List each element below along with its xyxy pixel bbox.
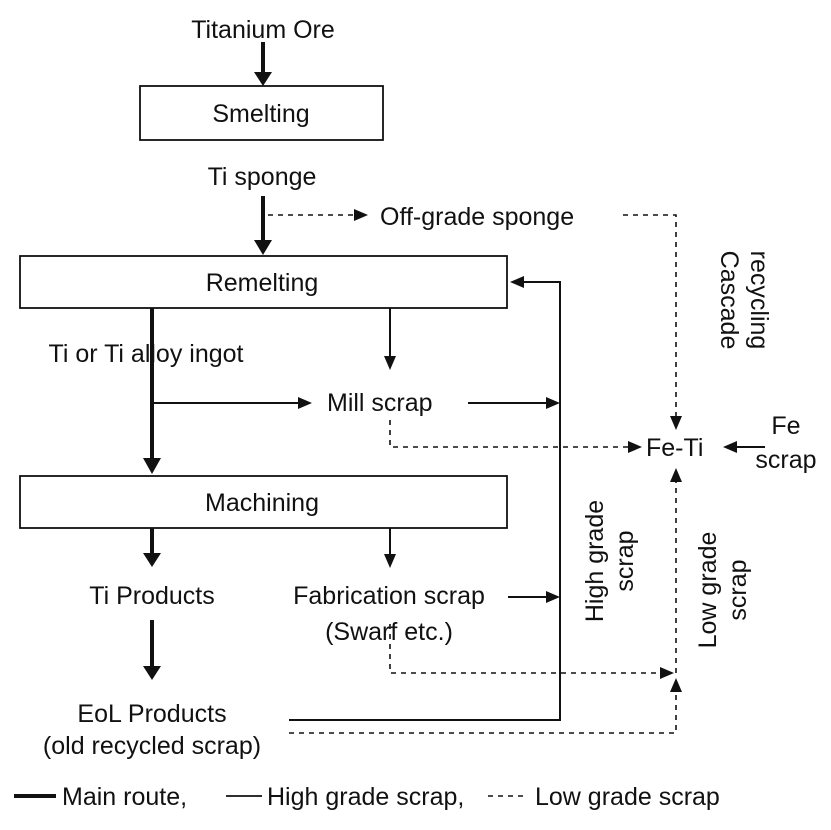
legend-low-grade-label: Low grade scrap (535, 783, 720, 811)
cascade-label-line1: Cascade (715, 251, 743, 350)
ingot-label: Ti or Ti alloy ingot (49, 340, 244, 368)
low-grade-scrap-label: Low grade scrap (694, 532, 752, 649)
legend-main-route-label: Main route, (62, 783, 187, 811)
eol-products-label: EoL Products (77, 700, 226, 728)
high-grade-label-line2: scrap (611, 530, 639, 591)
main-route-lines (143, 42, 272, 680)
low-grade-label-line1: Low grade (694, 532, 722, 649)
low-grade-label-line2: scrap (724, 559, 752, 620)
high-grade-scrap-lines (152, 276, 561, 721)
fe-scrap-arrow (723, 441, 765, 453)
swarf-label: (Swarf etc.) (325, 618, 453, 646)
cascade-recycling-label: Cascade recycling (715, 251, 773, 350)
high-grade-scrap-label: High grade scrap (581, 500, 639, 622)
remelting-label: Remelting (206, 269, 319, 297)
fe-scrap-label-line1: Fe (771, 412, 800, 440)
low-grade-scrap-lines (268, 209, 682, 734)
smelting-box (139, 85, 384, 141)
ti-products-label: Ti Products (89, 582, 215, 610)
ti-sponge-label: Ti sponge (208, 163, 317, 191)
fe-ti-label: Fe-Ti (646, 434, 703, 462)
old-recycled-scrap-label: (old recycled scrap) (43, 732, 261, 760)
fabrication-scrap-label: Fabrication scrap (293, 582, 485, 610)
mill-scrap-label: Mill scrap (327, 389, 433, 417)
off-grade-sponge-label: Off-grade sponge (380, 203, 574, 231)
remelting-box (19, 255, 508, 309)
titanium-ore-label: Titanium Ore (191, 16, 335, 44)
high-grade-label-line1: High grade (581, 500, 609, 622)
legend-high-grade-label: High grade scrap, (267, 783, 464, 811)
smelting-label: Smelting (212, 100, 309, 128)
fe-scrap-label-line2: scrap (755, 446, 816, 474)
machining-label: Machining (205, 489, 319, 517)
cascade-label-line2: recycling (745, 251, 773, 350)
machining-box (19, 475, 508, 529)
legend: Main route, High grade scrap, Low grade … (14, 783, 720, 811)
